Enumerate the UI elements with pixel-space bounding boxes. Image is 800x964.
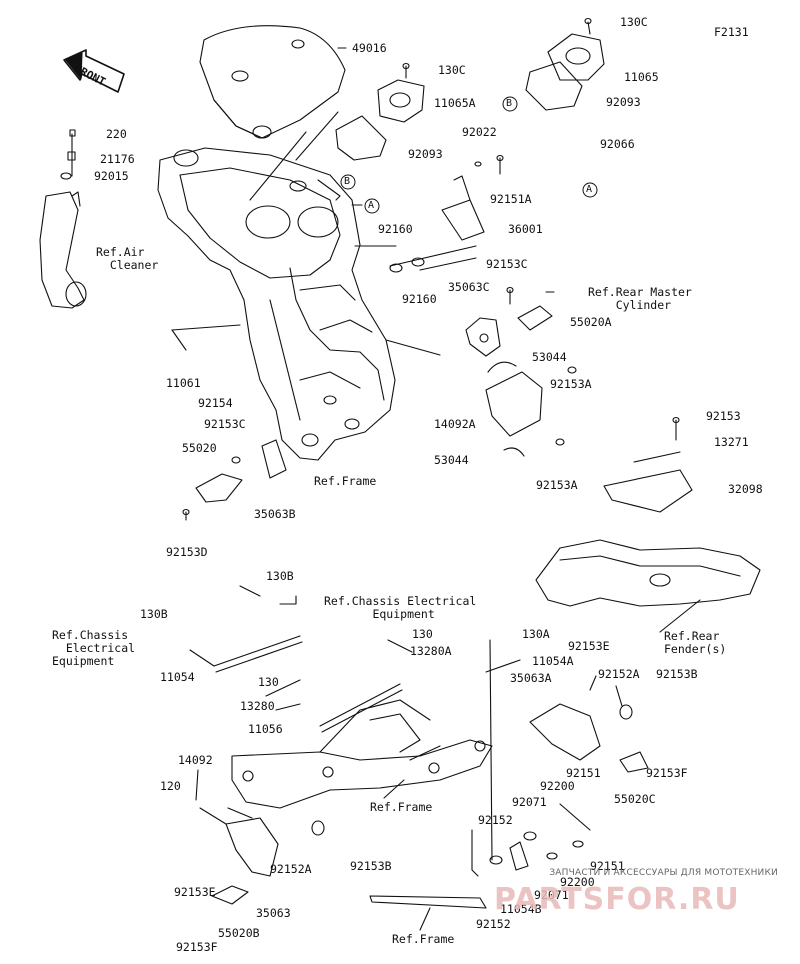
part-number: 92153E [568, 639, 610, 653]
part-number: 36001 [508, 222, 543, 236]
ref-label: Ref.Frame [370, 800, 433, 814]
part-number: 92153C [204, 417, 246, 431]
diagram-code: F2131 [714, 25, 749, 39]
part-number: 92153B [350, 859, 392, 873]
part-number: 11065A [434, 96, 476, 110]
ref-label: Ref.Rear Fender(s) [664, 629, 727, 656]
part-number: 92151 [566, 766, 601, 780]
part-number: 55020B [218, 926, 260, 940]
part-number: 13280A [410, 644, 452, 658]
part-number: 92071 [534, 888, 569, 902]
part-number: 92153A [536, 478, 578, 492]
front-arrow-icon [63, 49, 125, 93]
part-number: 14092 [178, 753, 213, 767]
part-number: 220 [106, 127, 127, 141]
part-number: 130A [522, 627, 550, 641]
part-number: 130B [140, 607, 168, 621]
watermark-logo: PARTSFOR.RU [494, 882, 740, 917]
part-number: 92153F [646, 766, 688, 780]
part-number: 13280 [240, 699, 275, 713]
part-number: 130C [620, 15, 648, 29]
watermark-caption: ЗАПЧАСТИ И АКСЕССУАРЫ ДЛЯ МОТОТЕХНИКИ [549, 868, 778, 878]
part-number: 35063A [510, 671, 552, 685]
callout-a-marker [364, 198, 380, 214]
callout-b-label: B [344, 176, 351, 187]
part-number: 92200 [560, 875, 595, 889]
callout-a-label: A [368, 200, 375, 211]
part-number: 55020 [182, 441, 217, 455]
part-number: 92154 [198, 396, 233, 410]
part-number: 92093 [606, 95, 641, 109]
part-number: 11065 [624, 70, 659, 84]
part-number: 92152A [270, 862, 312, 876]
part-number: 92153E [174, 885, 216, 899]
part-number: 92071 [512, 795, 547, 809]
part-number: 11061 [166, 376, 201, 390]
part-number: 55020A [570, 315, 612, 329]
part-number: 92151 [590, 859, 625, 873]
part-number: 11056 [248, 722, 283, 736]
air-cleaner-duct [39, 191, 85, 309]
seat-cover-part [199, 25, 346, 139]
part-number: 92160 [402, 292, 437, 306]
part-number: 32098 [728, 482, 763, 496]
part-number: 35063B [254, 507, 296, 521]
part-number: 14092A [434, 417, 476, 431]
part-number: 130 [258, 675, 279, 689]
part-number: 11054 [160, 670, 195, 684]
part-number: 35063 [256, 906, 291, 920]
part-number: 92153C [486, 257, 528, 271]
part-number: 92153F [176, 940, 218, 954]
part-number: 53044 [434, 453, 469, 467]
part-number: 120 [160, 779, 181, 793]
part-number: 92151A [490, 192, 532, 206]
part-number: 53044 [532, 350, 567, 364]
part-number: 92160 [378, 222, 413, 236]
part-number: 130B [266, 569, 294, 583]
part-number: 92093 [408, 147, 443, 161]
part-number: 92022 [462, 125, 497, 139]
callout-b-marker [502, 96, 518, 112]
callout-a-marker [582, 182, 598, 198]
ref-label: Ref.Air Cleaner [96, 245, 159, 272]
ref-label: Ref.Chassis Electrical Equipment [52, 628, 136, 668]
part-number: 49016 [352, 41, 387, 55]
callout-b-marker [340, 174, 356, 190]
subframe-part [231, 739, 493, 809]
part-number: 130C [438, 63, 466, 77]
part-number: 35063C [448, 280, 490, 294]
part-number: 92152 [478, 813, 513, 827]
part-number: 130 [412, 627, 433, 641]
ref-label: Ref.Chassis Electrical Equipment [324, 594, 477, 621]
part-number: 92153D [166, 545, 208, 559]
ref-label: Ref.Frame [392, 932, 455, 946]
callout-a-label: A [586, 184, 593, 195]
part-number: 92153 [706, 409, 741, 423]
part-number: 92015 [94, 169, 129, 183]
part-number: 92066 [600, 137, 635, 151]
part-number: 92153B [656, 667, 698, 681]
ref-label: Ref.Rear Master Cylinder [588, 285, 692, 312]
part-number: 13271 [714, 435, 749, 449]
rear-fender-part [535, 539, 761, 607]
part-number: 92152 [476, 917, 511, 931]
part-number: 92152A [598, 667, 640, 681]
part-number: 55020C [614, 792, 656, 806]
part-number: 11054A [532, 654, 574, 668]
main-frame-part [157, 147, 396, 461]
part-number: 21176 [100, 152, 135, 166]
part-number: 92200 [540, 779, 575, 793]
part-number: 92153A [550, 377, 592, 391]
callout-b-label: B [506, 98, 513, 109]
part-number: 11054B [500, 902, 542, 916]
ref-label: Ref.Frame [314, 474, 377, 488]
